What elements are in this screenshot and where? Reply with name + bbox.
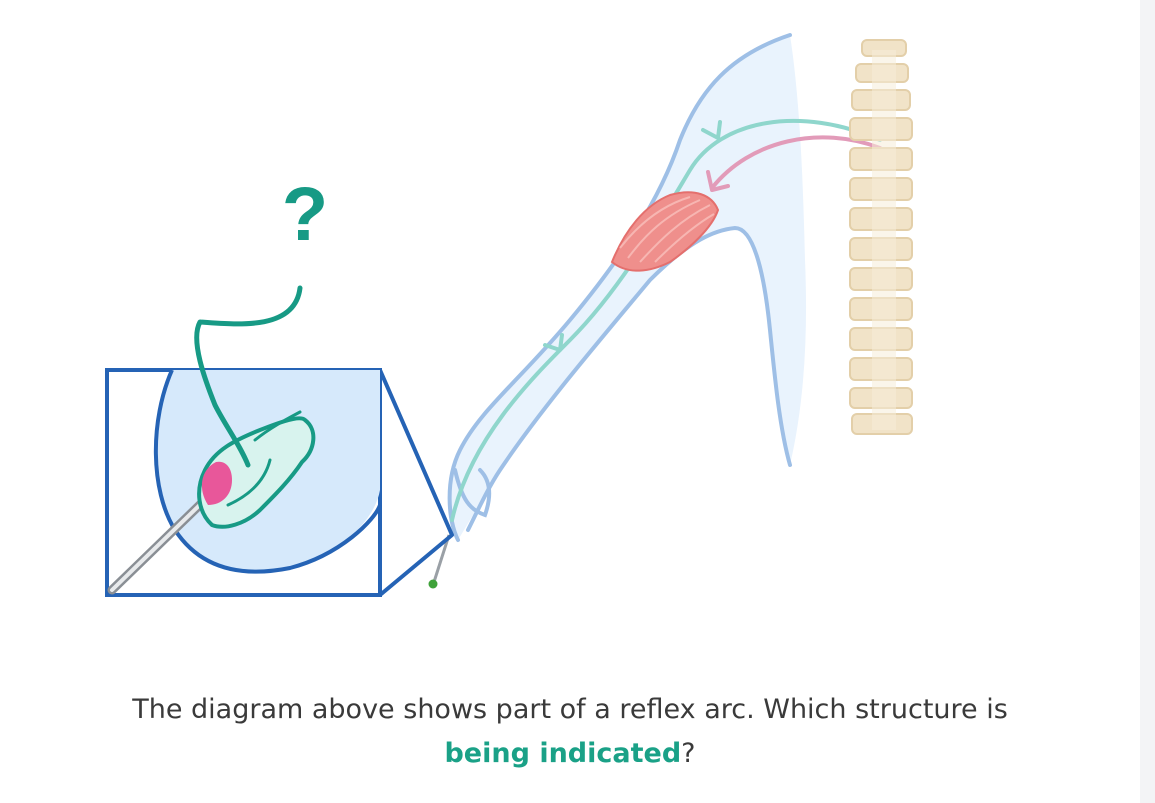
motor-neurone-path <box>710 135 882 190</box>
question-line-2: being indicated? <box>0 732 1140 776</box>
question-mark-label: ? <box>282 172 328 257</box>
question-text: The diagram above shows part of a reflex… <box>0 688 1140 776</box>
muscle <box>610 191 720 272</box>
motor-arrow <box>706 170 730 192</box>
spinal-column <box>849 39 913 435</box>
question-end: ? <box>681 738 696 769</box>
arm-outline <box>447 33 807 542</box>
pin <box>432 534 451 583</box>
sensory-arrow-upper <box>701 120 722 140</box>
zoom-inset <box>105 285 454 597</box>
pin-head <box>428 579 438 589</box>
question-line-1: The diagram above shows part of a reflex… <box>132 694 1008 725</box>
highlighted-phrase: being indicated <box>444 738 682 769</box>
reflex-arc-diagram: ? <box>105 33 913 597</box>
scrollbar-track[interactable] <box>1140 0 1155 803</box>
sensory-arrow-lower <box>543 333 564 352</box>
